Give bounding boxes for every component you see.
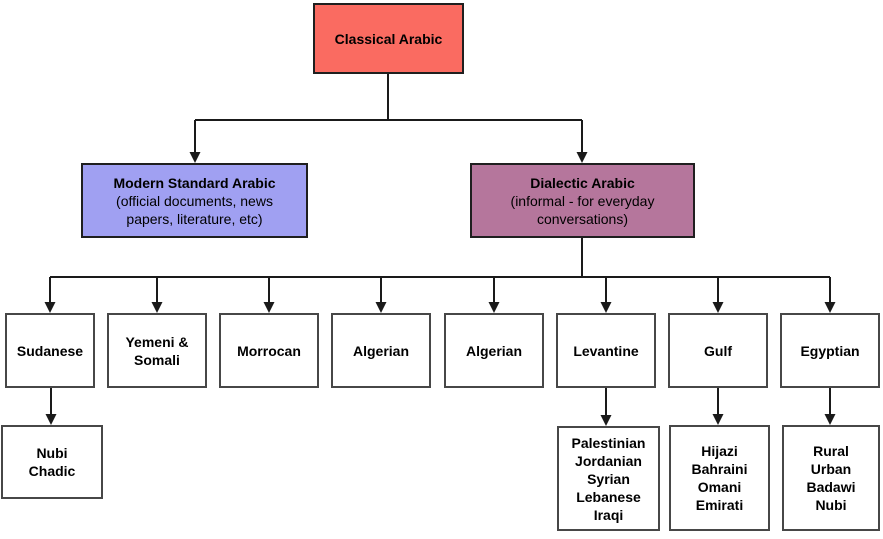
node-dialect-gulf: Gulf [668,313,768,388]
node-label: Nubi Chadic [28,445,76,479]
node-modern-standard-arabic: Modern Standard Arabic (official documen… [81,163,308,238]
node-description: (official documents, news papers, litera… [116,192,273,227]
node-label: Sudanese [16,342,84,359]
node-dialect-sudanese: Sudanese [5,313,95,388]
node-dialectic-arabic: Dialectic Arabic (informal - for everyda… [470,163,695,238]
arrowhead-icon [375,302,387,313]
node-label: Classical Arabic [334,30,443,47]
node-label: Levantine [573,342,639,359]
node-dialect-egyptian: Egyptian [780,313,880,388]
arrowhead-icon [263,302,275,313]
node-varieties-egyptian: Rural Urban Badawi Nubi [782,425,880,531]
arrowhead-icon [824,414,836,425]
node-varieties-sudanese: Nubi Chadic [1,425,103,499]
arrowhead-icon [600,302,612,313]
connector-dialects-to-varieties [50,388,831,417]
node-description: (informal - for everyday conversations) [510,192,655,227]
arrowhead-icon [44,302,56,313]
node-dialect-levantine: Levantine [556,313,656,388]
arrowhead-icon [824,302,836,313]
connector-dialectic-to-dialects [49,238,831,304]
node-label: Modern Standard Arabic [113,174,276,191]
node-label: Dialectic Arabic [530,174,635,191]
node-dialect-algerian-2: Algerian [444,313,544,388]
node-label: Morrocan [237,342,301,359]
arrowhead-icon [189,152,201,163]
node-dialect-morrocan: Morrocan [219,313,319,388]
node-dialect-yemeni-somali: Yemeni & Somali [107,313,207,388]
arrowhead-icon [600,415,612,426]
node-label: Hijazi Bahraini Omani Emirati [691,443,748,513]
arrowhead-icon [576,152,588,163]
node-label: Yemeni & Somali [125,333,189,368]
arrowhead-icon [45,414,57,425]
node-label: Palestinian Jordanian Syrian Lebanese Ir… [571,434,646,523]
node-label: Gulf [704,342,732,359]
node-dialect-algerian-1: Algerian [331,313,431,388]
arrowhead-icon [712,414,724,425]
node-label: Algerian [352,342,409,359]
node-varieties-gulf: Hijazi Bahraini Omani Emirati [669,425,770,531]
connector-root-to-standards [194,74,583,154]
node-label: Algerian [465,342,522,359]
arrowhead-icon [712,302,724,313]
node-label: Rural Urban Badawi Nubi [806,443,856,513]
node-label: Egyptian [800,342,860,359]
node-varieties-levantine: Palestinian Jordanian Syrian Lebanese Ir… [557,426,660,531]
arrowhead-icon [488,302,500,313]
arrowhead-icon [151,302,163,313]
node-classical-arabic: Classical Arabic [313,3,464,74]
